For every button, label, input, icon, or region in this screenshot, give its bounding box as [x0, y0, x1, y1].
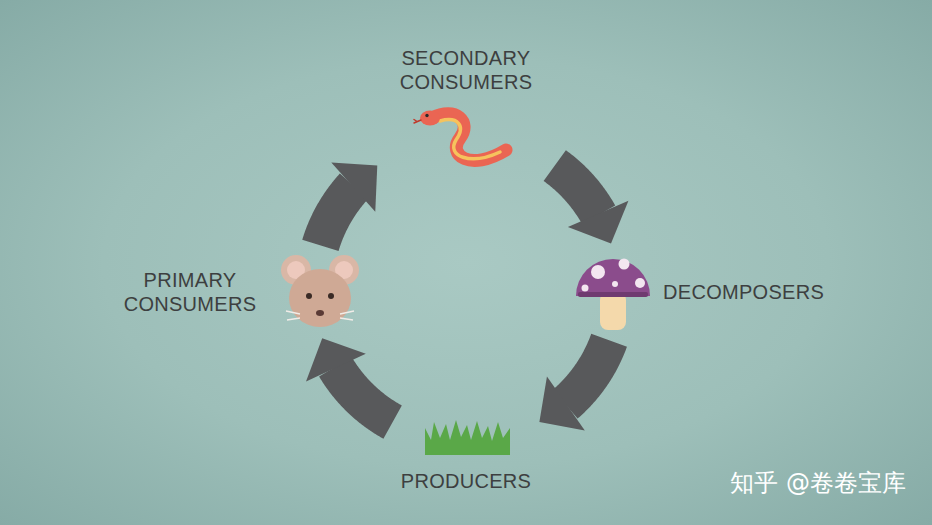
arrow-head: [539, 377, 584, 431]
cycle-arrow: [306, 338, 393, 422]
arrow-head: [331, 162, 377, 211]
icon-slot: [277, 254, 363, 330]
icon-slot: [575, 252, 649, 332]
cycle-arrow: [320, 162, 377, 245]
consumer-node: PRIMARY CONSUMERS: [115, 254, 363, 330]
icon-slot: [421, 100, 511, 170]
watermark: 知乎 @卷卷宝库: [730, 468, 906, 498]
arrow-shaft: [320, 186, 354, 245]
arrow-head: [306, 338, 366, 381]
arrow-shaft: [565, 340, 609, 404]
arrow-head: [568, 201, 629, 244]
mouse-icon: [281, 255, 359, 327]
icon-slot: [420, 419, 512, 455]
producer-node: PRODUCERS: [401, 419, 532, 493]
arrow-shaft: [555, 166, 599, 215]
node-label: DECOMPOSERS: [663, 280, 813, 304]
node-label: PRIMARY CONSUMERS: [115, 268, 265, 316]
mushroom-icon: [576, 259, 650, 331]
node-label: SECONDARY CONSUMERS: [386, 46, 546, 94]
cycle-arrow: [539, 340, 609, 430]
consumer-node: SECONDARY CONSUMERS: [386, 46, 546, 170]
decomposer-node: DECOMPOSERS: [575, 252, 813, 332]
cycle-arrow: [555, 166, 629, 244]
grass-icon: [425, 420, 510, 455]
node-label: PRODUCERS: [401, 469, 532, 493]
arrow-shaft: [335, 367, 392, 422]
snake-icon: [414, 111, 506, 161]
